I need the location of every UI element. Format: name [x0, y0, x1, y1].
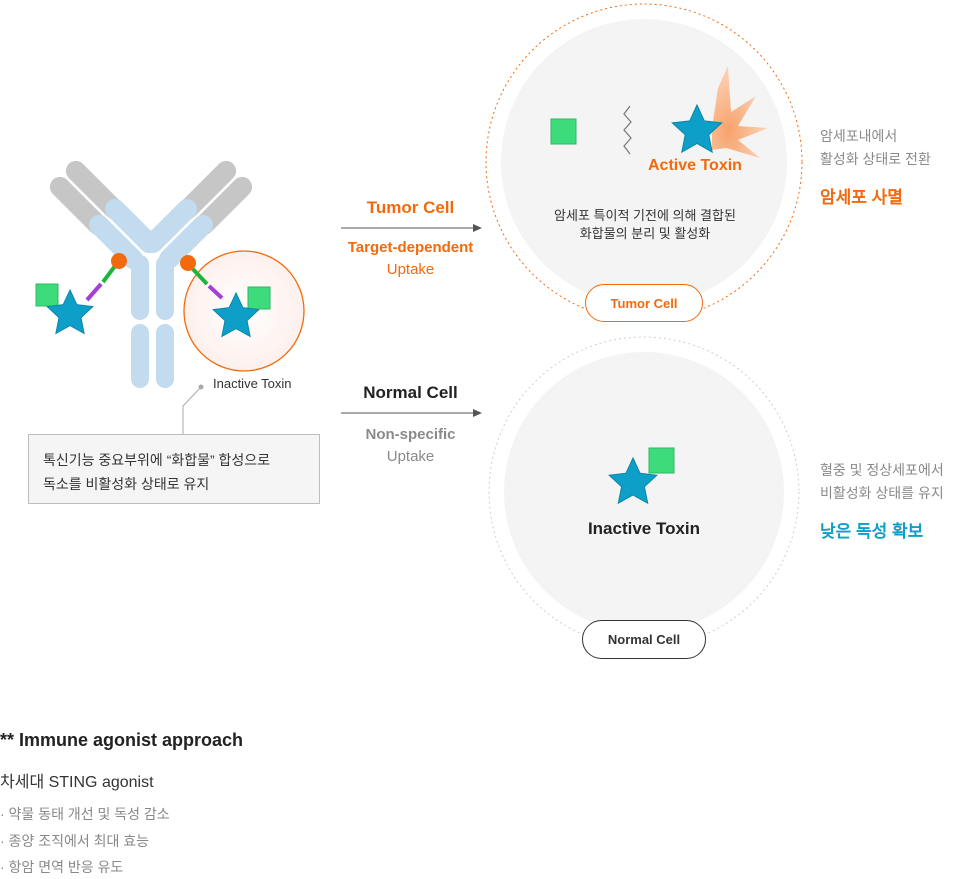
section-bullet-3: · 항암 면역 반응 유도 [0, 859, 124, 875]
section-title: ** Immune agonist approach [0, 730, 244, 750]
active-toxin-star-icon [671, 103, 723, 154]
toxin-star-icon [608, 456, 658, 505]
normal-arrow [341, 409, 482, 417]
tumor-path-subtitle2: Uptake [386, 261, 435, 278]
normal-side-line-2: 비활성화 상태를 유지 [820, 485, 944, 501]
tumor-cell-pill: Tumor Cell [585, 284, 703, 322]
tumor-side-line-1: 암세포내에서 [820, 128, 898, 144]
toxin-star-icon [46, 288, 94, 335]
compound-square-icon [35, 283, 59, 307]
tumor-side-line-2: 활성화 상태로 전환 [820, 151, 931, 167]
note-line-1: 톡신기능 중요부위에 “화합물” 합성으로 [43, 452, 271, 468]
active-toxin-label: Active Toxin [648, 157, 742, 174]
tumor-side-result: 암세포 사멸 [820, 188, 903, 207]
normal-path-title: Normal Cell [363, 383, 458, 402]
normal-side-line-1: 혈중 및 정상세포에서 [820, 462, 944, 478]
section-bullet-2: · 종양 조직에서 최대 효능 [0, 833, 150, 849]
tumor-arrow [341, 224, 482, 232]
note-connector [182, 384, 204, 434]
separation-zigzag-icon [623, 105, 632, 155]
antibody-inactive-label: Inactive Toxin [213, 376, 292, 391]
normal-cell-pill: Normal Cell [582, 620, 706, 659]
tumor-desc-line-2: 화합물의 분리 및 활성화 [579, 226, 711, 241]
normal-inactive-label: Inactive Toxin [587, 519, 701, 538]
antibody-icon [49, 160, 253, 388]
note-line-2: 독소를 비활성화 상태로 유지 [43, 476, 210, 492]
tumor-desc-line-1: 암세포 특이적 기전에 의해 결합된 [554, 208, 736, 223]
section-bullet-1: · 약물 동태 개선 및 독성 감소 [0, 806, 170, 822]
compound-square-icon [247, 286, 271, 310]
tumor-path-title: Tumor Cell [366, 198, 455, 217]
normal-cell-icon [488, 336, 800, 648]
normal-path-subtitle2: Uptake [386, 448, 435, 465]
inactive-toxin-highlight [180, 250, 305, 372]
left-conjugate [35, 253, 127, 335]
normal-path-subtitle: Non-specific [365, 426, 456, 443]
compound-square-icon [648, 447, 675, 474]
tumor-path-subtitle: Target-dependent [347, 239, 474, 256]
toxin-star-icon [212, 291, 260, 338]
tumor-cell-icon [485, 3, 803, 321]
burst-icon [712, 66, 768, 158]
compound-square-icon [550, 118, 577, 145]
section-subtitle: 차세대 STING agonist [0, 774, 154, 791]
normal-side-result: 낮은 독성 확보 [820, 522, 924, 541]
antibody-note-box: 톡신기능 중요부위에 “화합물” 합성으로 독소를 비활성화 상태로 유지 [28, 434, 320, 504]
